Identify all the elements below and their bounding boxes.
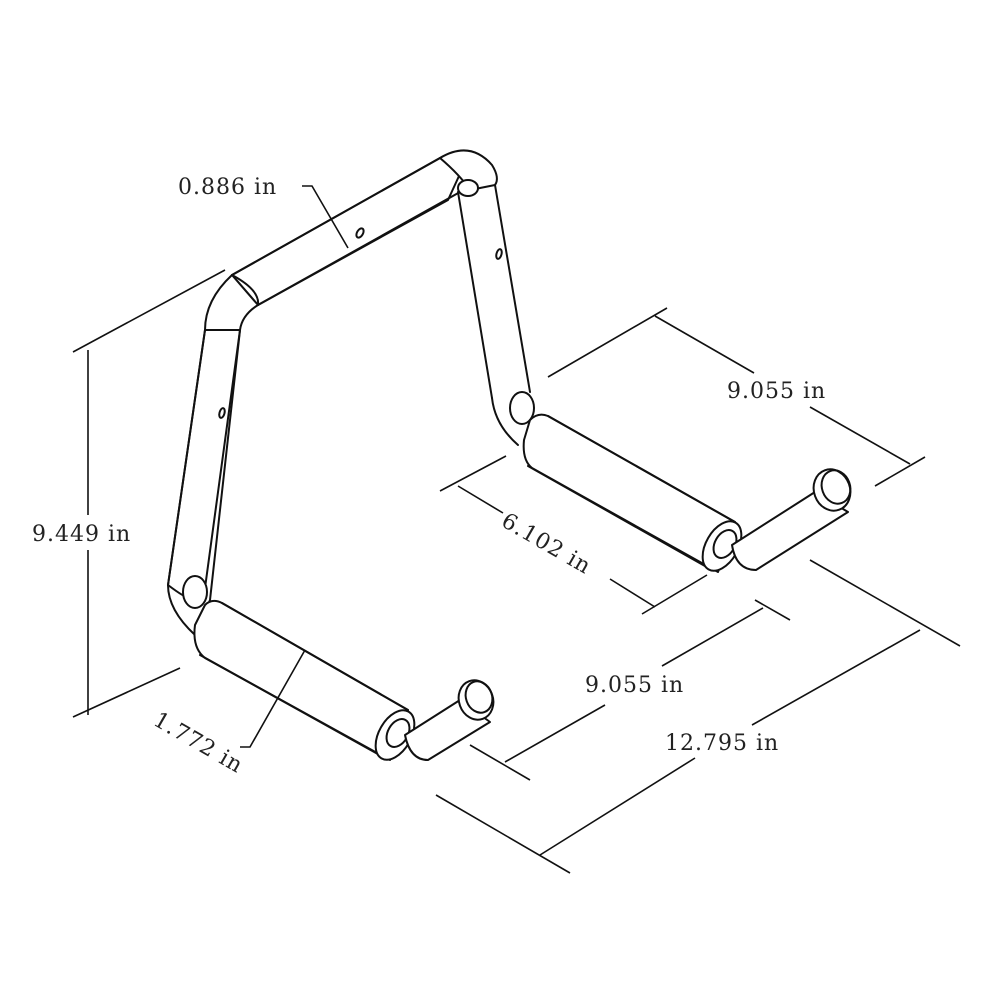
dim-label-depth-right: 9.055 in <box>727 379 826 404</box>
dim-label-depth-front: 9.055 in <box>585 673 684 698</box>
dim-label-overall-width: 12.795 in <box>665 731 779 756</box>
dimension-lines <box>72 185 961 874</box>
right-arm <box>522 413 852 573</box>
dim-label-padded-length: 6.102 in <box>497 509 595 580</box>
dim-label-height: 9.449 in <box>32 522 131 547</box>
dim-label-pad-diameter: 1.772 in <box>149 708 247 779</box>
frame <box>167 149 535 636</box>
dim-label-tube-diameter: 0.886 in <box>178 175 277 200</box>
left-arm <box>193 599 495 761</box>
